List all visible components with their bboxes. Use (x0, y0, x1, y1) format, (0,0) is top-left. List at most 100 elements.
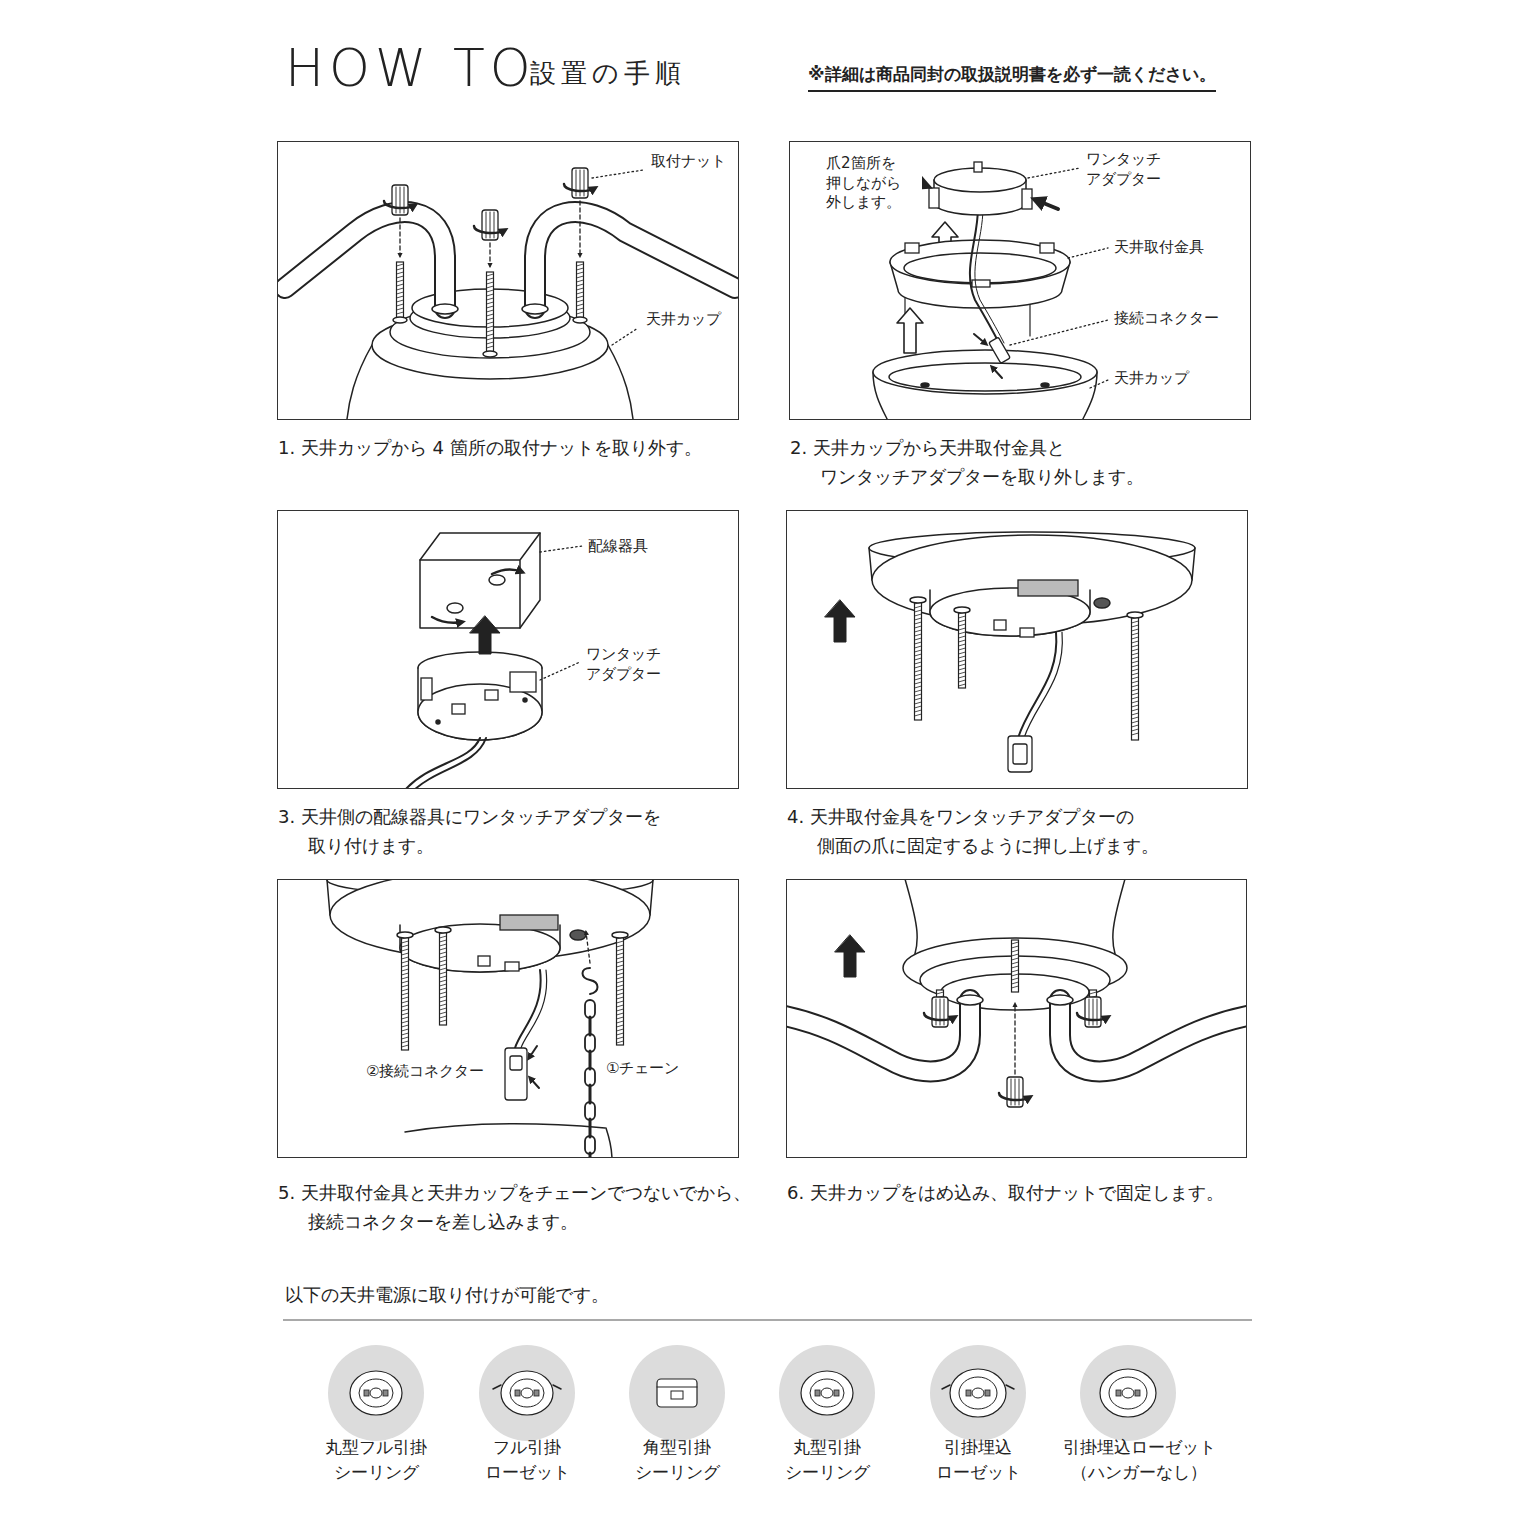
line-art (402, 957, 409, 959)
line-art (440, 964, 447, 966)
part-label: 配線器具 (586, 537, 650, 557)
line-art (487, 282, 494, 284)
line-art (921, 383, 929, 387)
line-art (915, 630, 922, 632)
line-art (487, 310, 494, 312)
line-art (617, 949, 624, 951)
line-art (397, 300, 404, 302)
line-art (915, 682, 922, 684)
line-art (421, 678, 432, 700)
line-art (657, 1379, 697, 1407)
line-art (915, 662, 922, 664)
line-art (617, 961, 624, 963)
line-art (402, 961, 409, 963)
line-art (577, 268, 584, 270)
line-art (452, 704, 465, 714)
line-art (384, 201, 415, 208)
line-art (915, 626, 922, 628)
line-art (576, 170, 577, 196)
line-art (972, 280, 990, 287)
line-art (1013, 744, 1027, 764)
line-art (617, 997, 624, 999)
line-art (1012, 958, 1019, 960)
ceiling-type-label: 角型引掛 シーリング (607, 1435, 747, 1484)
line-art (915, 646, 922, 648)
line-art (577, 288, 584, 290)
line-art (932, 997, 948, 1027)
line-art (915, 698, 922, 700)
line-art (583, 968, 598, 994)
line-art (915, 686, 922, 688)
line-art (585, 1136, 595, 1154)
part-label: ワンタッチ アダプター (1084, 150, 1180, 189)
line-art (432, 617, 462, 623)
line-art (1132, 721, 1139, 723)
line-art (915, 638, 922, 640)
line-art (579, 201, 580, 256)
step-caption: 6. 天井カップをはめ込み、取付ナットで固定します。 (787, 1179, 1224, 1208)
step-caption: 1. 天井カップから 4 箇所の取付ナットを取り外す。 (278, 434, 702, 463)
step-illustration (327, 880, 653, 1157)
line-art (540, 546, 582, 552)
line-art (530, 1078, 539, 1088)
line-art (873, 350, 1097, 394)
line-art (1132, 677, 1139, 679)
line-art (522, 304, 548, 314)
line-art (585, 1000, 595, 1018)
line-art (397, 262, 404, 318)
page-title: HOW TO (285, 42, 536, 94)
line-art (510, 672, 536, 692)
line-art (589, 1153, 592, 1157)
line-art (970, 208, 1000, 345)
line-art (585, 1102, 595, 1120)
line-art (483, 351, 497, 357)
line-art (1012, 974, 1019, 976)
line-art (994, 620, 1006, 630)
line-art (397, 296, 404, 298)
line-art (1132, 713, 1139, 715)
line-art (402, 965, 409, 967)
line-art (1094, 598, 1110, 608)
line-art (577, 272, 584, 274)
line-art (447, 603, 463, 613)
line-art (975, 208, 1004, 343)
line-art (577, 284, 584, 286)
line-art (1122, 1388, 1134, 1398)
line-art (617, 965, 624, 967)
line-art (420, 533, 540, 628)
line-art (1036, 200, 1058, 209)
line-art (510, 1056, 522, 1070)
part-label: 天井カップ (1112, 369, 1191, 389)
line-art (1020, 628, 1034, 637)
line-art (1132, 701, 1139, 703)
line-art (479, 1345, 575, 1441)
line-art (500, 915, 558, 930)
line-art (577, 276, 584, 278)
line-art (440, 1008, 447, 1010)
line-art (400, 925, 560, 972)
line-art (402, 985, 409, 987)
line-art (915, 658, 922, 660)
line-art (1007, 1077, 1023, 1107)
line-art (397, 312, 404, 314)
line-art (910, 597, 926, 603)
line-art (1018, 632, 1056, 738)
line-art (617, 1029, 624, 1031)
line-art (779, 1345, 875, 1441)
line-art (397, 272, 404, 274)
line-art (440, 976, 447, 978)
line-art (617, 1021, 624, 1023)
section-rule (283, 1319, 1252, 1320)
line-art (606, 1128, 612, 1157)
line-art (1090, 380, 1108, 388)
line-art (397, 268, 404, 270)
line-art (959, 1377, 997, 1409)
line-art (577, 296, 584, 298)
line-art (586, 932, 590, 963)
line-art (515, 1390, 520, 1396)
line-art (405, 1124, 605, 1132)
line-art (510, 1379, 544, 1407)
line-art (350, 1371, 402, 1415)
line-art (936, 999, 937, 1025)
line-art (915, 606, 922, 608)
